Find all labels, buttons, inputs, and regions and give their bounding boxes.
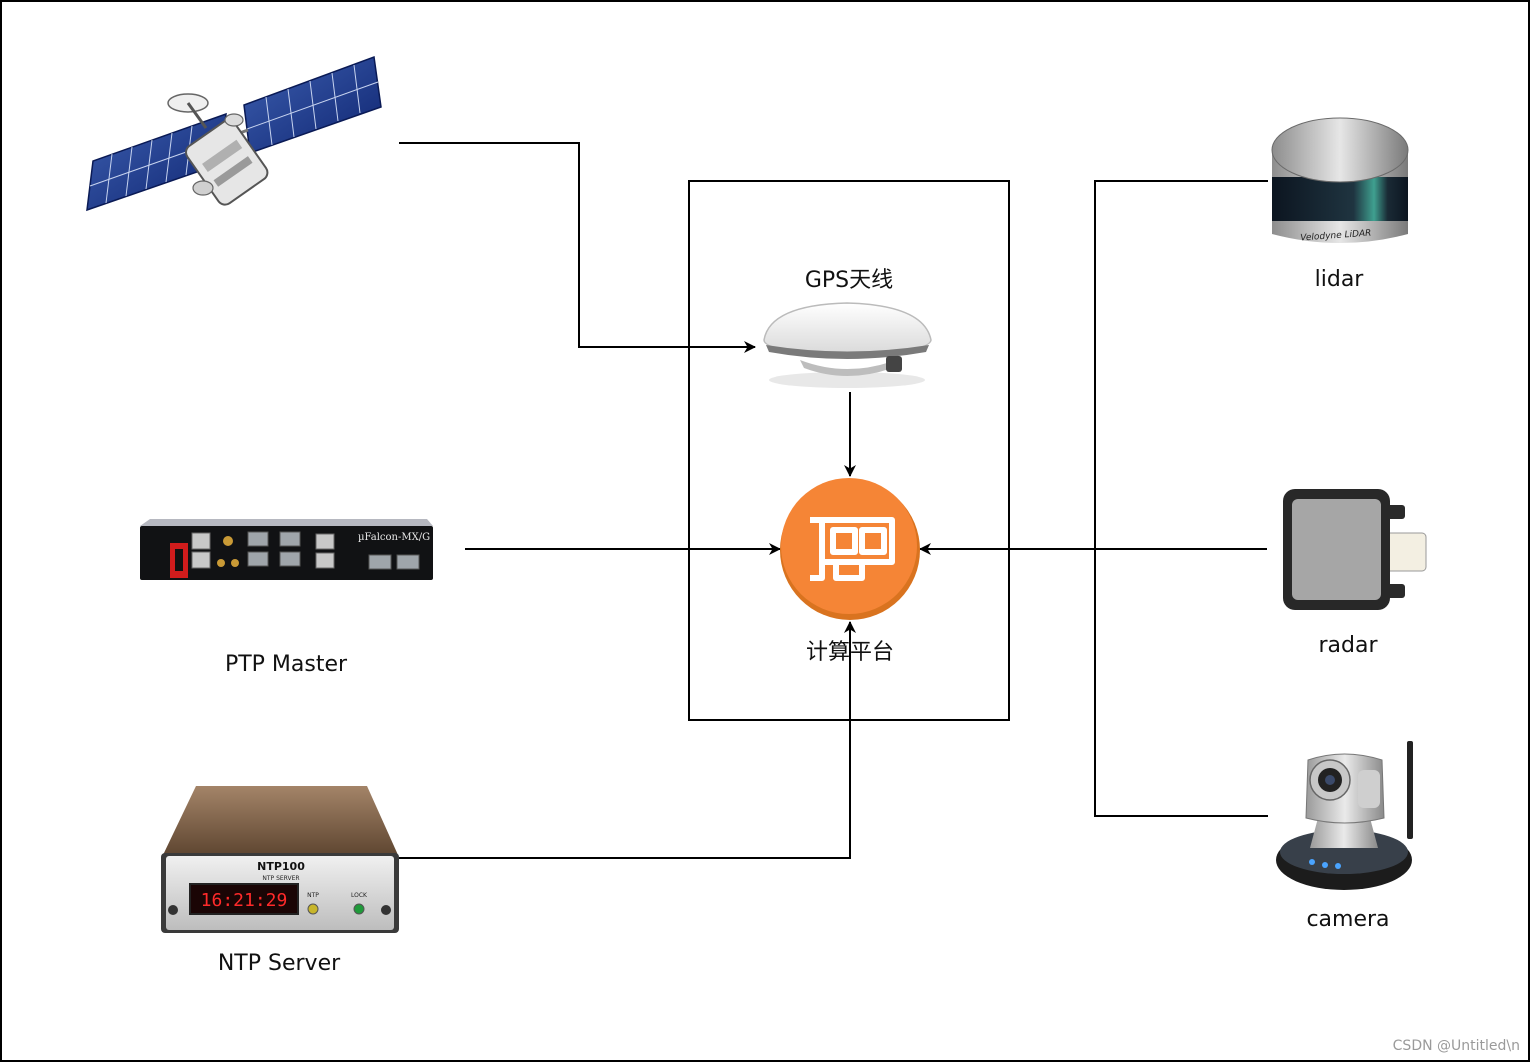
satellite-icon — [86, 55, 382, 212]
watermark: CSDN @Untitled\n — [1392, 1038, 1520, 1054]
ntp-clock-display: 16:21:29 — [201, 890, 288, 911]
ntp-subtitle-text: NTP SERVER — [262, 875, 299, 882]
ntp-led-label: NTP — [307, 892, 319, 899]
ntp-server-label: NTP Server — [217, 951, 341, 976]
connector-ntp-platform — [397, 621, 856, 859]
connector-satellite-gps — [399, 142, 756, 353]
gps-antenna-icon — [763, 302, 932, 388]
lock-led-label: LOCK — [351, 892, 368, 899]
camera-icon — [1276, 741, 1413, 890]
ntp-model-text: NTP100 — [257, 860, 305, 873]
ptp-model-text: µFalcon-MX/G — [358, 532, 430, 543]
lidar-icon: Velodyne LiDAR — [1271, 117, 1409, 244]
gps-antenna-label: GPS天线 — [804, 268, 894, 293]
computing-platform-icon — [780, 478, 920, 620]
ntp-led — [307, 903, 319, 915]
radar-label: radar — [1318, 633, 1378, 658]
lock-led — [353, 903, 365, 915]
computing-platform-label: 计算平台 — [805, 640, 895, 665]
ntp-server-icon: NTP100 NTP SERVER 16:21:29 NTP LOCK — [161, 786, 399, 933]
camera-label: camera — [1306, 907, 1390, 932]
lidar-brand-text: Velodyne LiDAR — [1300, 229, 1372, 244]
ptp-master-label: PTP Master — [224, 652, 348, 677]
lidar-label: lidar — [1314, 267, 1364, 292]
sensor-bus-line — [1094, 180, 1268, 817]
radar-icon — [1283, 489, 1427, 610]
ptp-master-icon: µFalcon-MX/G — [140, 519, 433, 580]
